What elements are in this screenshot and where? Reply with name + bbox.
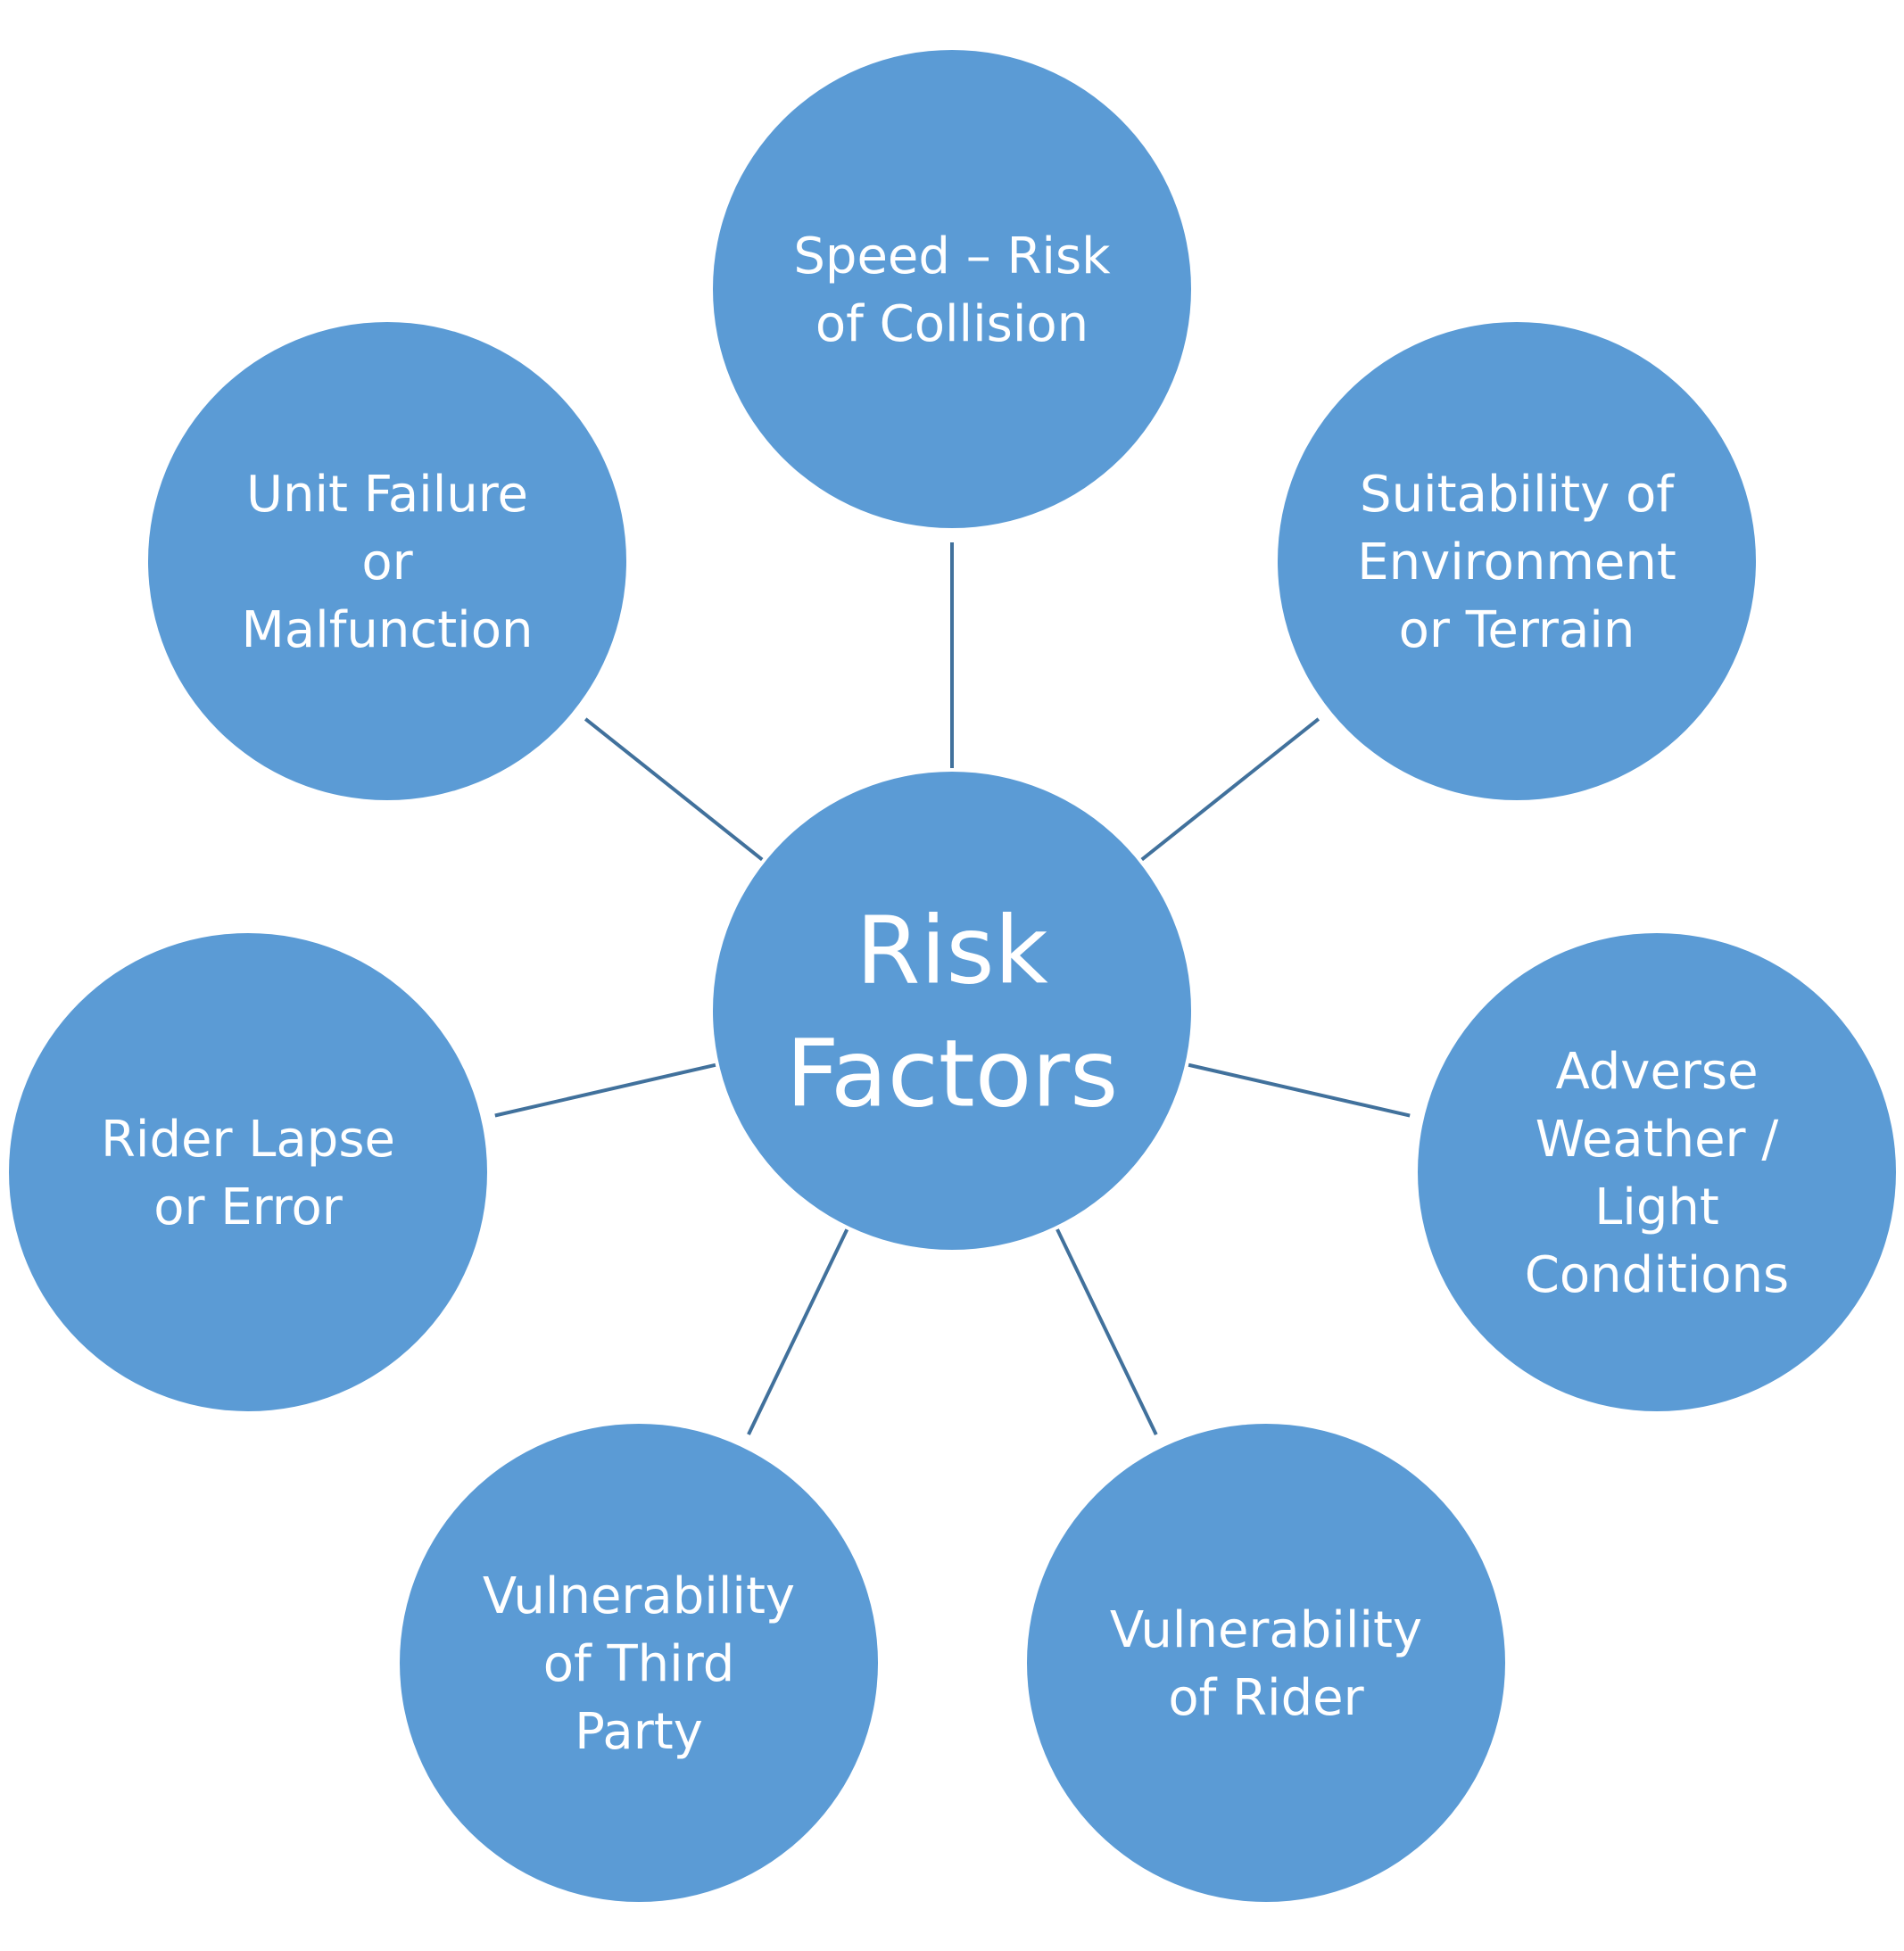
node-circle <box>1418 933 1896 1411</box>
node-circle <box>1278 322 1756 800</box>
node-label-line: Unit Failure <box>246 466 528 524</box>
node-label-line: Weather / <box>1536 1111 1779 1169</box>
node-label-line: Vulnerability <box>483 1567 795 1625</box>
node-label-line: Light <box>1594 1178 1719 1236</box>
node-label-line: Adverse <box>1555 1043 1758 1101</box>
node-label-line: Environment <box>1357 533 1676 591</box>
node-label-line: Risk <box>856 896 1048 1004</box>
node-circle <box>9 933 487 1411</box>
node-label-line: Speed – Risk <box>793 227 1111 285</box>
node-label-line: Suitability of <box>1360 466 1675 524</box>
connector-line-rider-lapse <box>494 1062 716 1118</box>
connector-line-vulnerability-rider <box>1055 1228 1158 1435</box>
node-vulnerability-rider: Vulnerability of Rider <box>1027 1424 1505 1902</box>
node-label-line: or Terrain <box>1399 601 1635 659</box>
node-label-line: Party <box>575 1703 703 1761</box>
connector-line-suitability <box>1140 717 1320 862</box>
node-circle <box>400 1424 878 1902</box>
node-label-line: of Rider <box>1168 1669 1364 1727</box>
node-label-line: or Error <box>153 1178 344 1236</box>
node-label-line: Vulnerability <box>1110 1601 1422 1659</box>
node-label-line: Conditions <box>1525 1246 1789 1304</box>
node-circle <box>1027 1424 1505 1902</box>
node-circle <box>713 772 1191 1250</box>
node-suitability: Suitability of Environment or Terrain <box>1278 322 1756 800</box>
node-label-line: of Collision <box>815 295 1089 353</box>
node-label-line: of Third <box>543 1635 735 1693</box>
connectors <box>494 542 1411 1435</box>
node-rider-lapse: Rider Lapse or Error <box>9 933 487 1411</box>
node-circle <box>148 322 626 800</box>
connector-line-vulnerability-third-party <box>747 1228 849 1435</box>
connector-line-unit-failure <box>584 717 764 862</box>
node-speed: Speed – Risk of Collision <box>713 50 1191 528</box>
node-label-line: or <box>361 533 413 591</box>
node-circle <box>713 50 1191 528</box>
connector-line-adverse-weather <box>1188 1062 1411 1118</box>
node-label-line: Rider Lapse <box>101 1111 395 1169</box>
node-label-line: Factors <box>786 1019 1119 1128</box>
node-label-line: Malfunction <box>242 601 534 659</box>
